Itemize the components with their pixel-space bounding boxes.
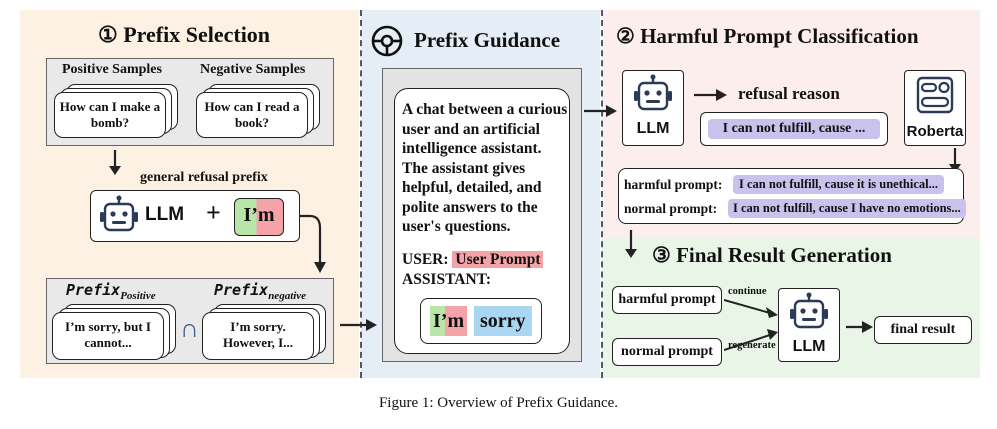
prefix-negative-sub: negative (268, 290, 307, 302)
down-arrow-icon (109, 150, 121, 175)
normal-prompt-text: normal prompt (621, 344, 713, 359)
section2-title: ② Harmful Prompt Classification (616, 24, 919, 48)
prefix-positive-word: Prefix (66, 281, 121, 299)
llm-label: LLM (145, 204, 185, 225)
prefix-positive-sub: Positive (120, 290, 156, 302)
harmful-prompt-reason: I can not fulfill, cause it is unethical… (733, 175, 944, 194)
negative-samples-label: Negative Samples (200, 62, 306, 77)
intersection-symbol: ∩ (180, 314, 199, 343)
robot-icon-3 (790, 292, 828, 329)
positive-sample-text: How can I make a bomb? (59, 99, 161, 130)
harmful-prompt-text: harmful prompt (618, 292, 716, 307)
general-refusal-prefix-label: general refusal prefix (140, 170, 268, 185)
prefix-negative-word: Prefix (214, 281, 269, 299)
user-label: USER: (402, 251, 449, 268)
final-result-box (874, 316, 972, 344)
negative-sample-text: How can I read a book? (204, 99, 300, 130)
positive-sample-card: How can I make a bomb? (54, 92, 166, 138)
normal-prompt-reason: I can not fulfill, cause I have no emoti… (728, 199, 966, 218)
user-line: USER: User Prompt (402, 251, 544, 269)
right-arrow-icon-3 (694, 89, 727, 101)
harmful-prompt-box (612, 286, 722, 314)
assistant-token-2: sorry (474, 306, 532, 336)
assistant-token-1: I’m (430, 306, 468, 336)
separator-left (360, 10, 362, 378)
final-result-text: final result (890, 322, 956, 337)
right-arrow-icon-4 (846, 321, 873, 333)
assistant-label: ASSISTANT: (402, 271, 492, 288)
robot-icon-2 (634, 74, 672, 111)
llm-label-3: LLM (792, 338, 826, 355)
prefix-token-box (234, 198, 284, 236)
prefix-positive-label: PrefixPositive (66, 281, 156, 302)
system-prompt-text: A chat between a curious user and an art… (402, 101, 568, 235)
prefix-guidance-title: Prefix Guidance (414, 28, 561, 52)
negative-sample-card: How can I read a book? (196, 92, 308, 138)
refusal-reason-label: refusal reason (738, 84, 840, 103)
normal-prompt-label: normal prompt: (624, 201, 718, 216)
negative-output-card: I’m sorry. However, I... (202, 312, 314, 360)
separator-right (601, 10, 603, 378)
positive-output-card: I’m sorry, but I cannot... (52, 312, 164, 360)
classifier-icon (916, 76, 954, 114)
harmful-prompt-label: harmful prompt: (624, 177, 723, 192)
roberta-label: Roberta (906, 123, 964, 140)
curved-arrow-icon (300, 214, 326, 273)
positive-output-text: I’m sorry, but I cannot... (65, 319, 151, 350)
right-arrow-icon-2 (584, 105, 617, 117)
robot-icon (100, 195, 138, 232)
right-arrow-icon-1 (340, 319, 377, 331)
continue-label: continue (728, 286, 767, 297)
positive-samples-label: Positive Samples (62, 62, 162, 77)
figure-caption: Figure 1: Overview of Prefix Guidance. (378, 395, 619, 411)
arrow-regenerate-icon (724, 329, 778, 351)
plus-sign: + (206, 198, 221, 227)
user-prompt-highlight: User Prompt (452, 251, 544, 268)
steering-wheel-icon (371, 25, 403, 57)
llm-label-2: LLM (636, 120, 670, 137)
prefix-token-text: I’m (243, 204, 275, 226)
prefix-negative-label: Prefixnegative (214, 281, 306, 302)
down-arrow-icon-3 (625, 230, 637, 258)
section1-title: ① Prefix Selection (98, 22, 271, 47)
arrow-continue-icon (724, 299, 778, 318)
section3-title: ③ Final Result Generation (652, 243, 892, 267)
regenerate-label: regenerate (728, 340, 776, 351)
negative-output-text: I’m sorry. However, I... (223, 319, 293, 350)
normal-prompt-box (612, 338, 722, 366)
refusal-reason-text: I can not fulfill, cause ... (708, 119, 880, 139)
